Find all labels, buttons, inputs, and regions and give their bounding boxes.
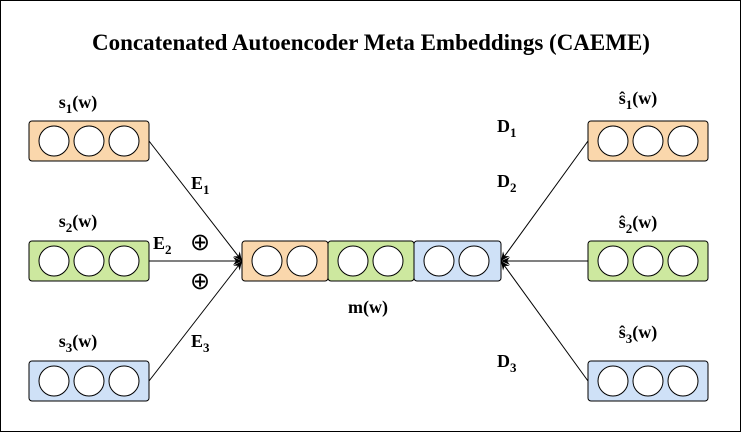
- encoder-1-line: [148, 140, 243, 262]
- decoder-label-2: D2: [497, 171, 517, 195]
- decoder-1-line: [500, 140, 589, 262]
- meta-embedding-label: m(w): [348, 297, 388, 318]
- encoder-label-1: E1: [191, 173, 210, 197]
- neuron: [597, 365, 629, 397]
- encoder-3-line: [148, 260, 243, 382]
- neuron: [108, 245, 140, 277]
- input-embedding-3: s3(w): [28, 331, 150, 402]
- neuron: [38, 245, 70, 277]
- neuron: [597, 125, 629, 157]
- diagram-title: Concatenated Autoencoder Meta Embeddings…: [92, 30, 650, 55]
- neuron: [73, 125, 105, 157]
- neuron: [667, 365, 699, 397]
- input-label-1: s1(w): [59, 92, 98, 116]
- neuron: [286, 245, 318, 277]
- meta-embedding: m(w): [241, 240, 502, 318]
- neuron: [458, 245, 490, 277]
- neuron: [108, 125, 140, 157]
- decoder-label-1: D1: [497, 116, 517, 140]
- output-label-1: ŝ1(w): [619, 88, 658, 112]
- decoder-3-line: [500, 260, 589, 382]
- neuron: [632, 245, 664, 277]
- neuron: [38, 365, 70, 397]
- neuron: [73, 245, 105, 277]
- output-label-3: ŝ3(w): [619, 322, 658, 346]
- output-embedding-3: ŝ3(w): [587, 322, 709, 402]
- output-embedding-1: ŝ1(w): [587, 88, 709, 162]
- neuron: [423, 245, 455, 277]
- concat-symbol-1: ⊕: [190, 230, 210, 256]
- neuron: [667, 245, 699, 277]
- input-label-2: s2(w): [59, 211, 98, 235]
- output-label-2: ŝ2(w): [619, 212, 658, 236]
- decoder-label-3: D3: [497, 351, 517, 375]
- neuron: [38, 125, 70, 157]
- neuron: [108, 365, 140, 397]
- neuron: [667, 125, 699, 157]
- neuron: [632, 125, 664, 157]
- encoder-label-2: E2: [153, 233, 172, 257]
- encoder-label-3: E3: [191, 331, 210, 355]
- neuron: [597, 245, 629, 277]
- neuron: [73, 365, 105, 397]
- output-embedding-2: ŝ2(w): [587, 212, 709, 282]
- neuron: [251, 245, 283, 277]
- concat-symbol-2: ⊕: [190, 269, 210, 295]
- input-embedding-1: s1(w): [28, 92, 150, 162]
- connections: [148, 140, 589, 382]
- neuron: [632, 365, 664, 397]
- input-label-3: s3(w): [59, 331, 98, 355]
- neuron: [337, 245, 369, 277]
- neuron: [372, 245, 404, 277]
- input-embedding-2: s2(w): [28, 211, 150, 282]
